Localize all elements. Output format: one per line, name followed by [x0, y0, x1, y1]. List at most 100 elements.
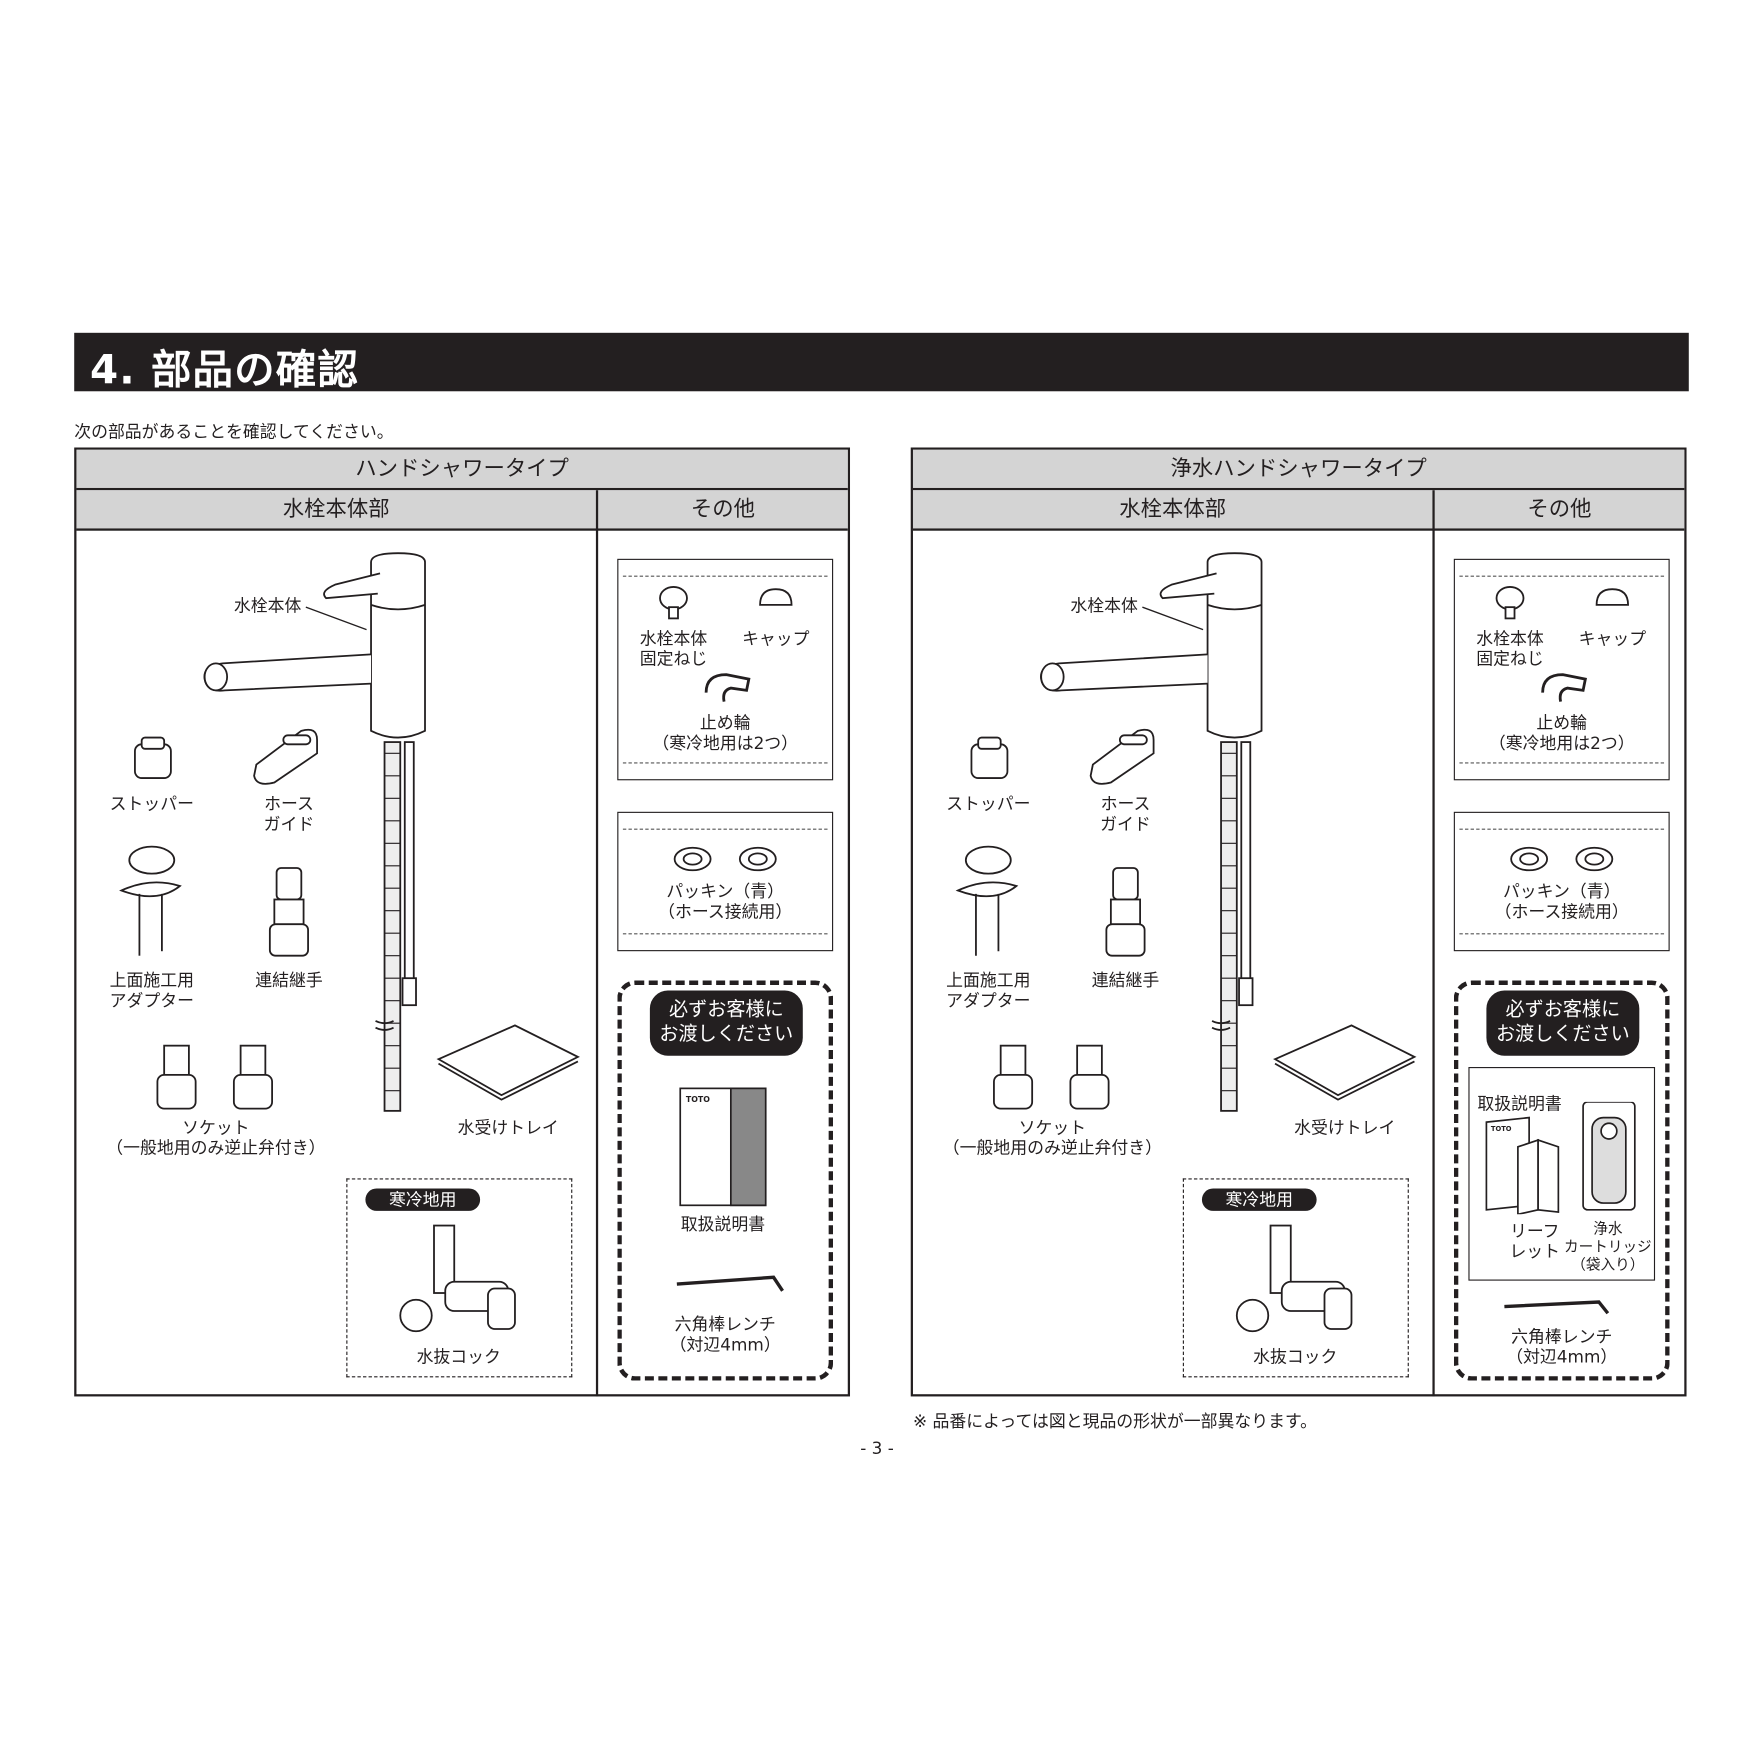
drain-cock-illustration: [399, 1224, 516, 1333]
manual-cartridge-box: [1468, 1067, 1656, 1281]
label-line: ホース: [264, 793, 314, 815]
label-line: （一般地用のみ逆止弁付き）: [106, 1137, 326, 1159]
label-manual: 取扱説明書: [1477, 1094, 1562, 1115]
label-drain-cock: 水抜コック: [416, 1346, 501, 1368]
label-line: 上面施工用: [109, 970, 194, 991]
socket-illustration: [993, 1044, 1110, 1110]
label-line: （対辺4mm）: [669, 1334, 781, 1355]
label-hose-guide: ホースガイド: [1100, 794, 1151, 834]
wrench-icon: [1504, 1300, 1610, 1315]
label-line: お渡しください: [1495, 1023, 1630, 1046]
manual-icon: TOTO: [679, 1087, 767, 1207]
svg-text:TOTO: TOTO: [686, 1095, 710, 1104]
label-line: ソケット: [1018, 1117, 1087, 1138]
label-line: 固定ねじ: [1476, 648, 1544, 669]
cap-illustration: [1595, 588, 1629, 606]
label-cartridge: 浄水カートリッジ（袋入り）: [1564, 1221, 1652, 1275]
cold-region-badge: 寒冷地用: [365, 1188, 481, 1211]
label-fixing-screw: 水栓本体固定ねじ: [640, 629, 707, 669]
label-line: お渡しください: [659, 1023, 794, 1046]
col-other: その他: [690, 496, 756, 522]
handover-badge: 必ずお客様にお渡しください: [1486, 990, 1640, 1056]
label-line: カートリッジ: [1563, 1239, 1652, 1256]
label-line: （対辺4mm）: [1506, 1346, 1618, 1368]
label-line: 水栓本体: [1476, 628, 1544, 649]
label-line: ガイド: [1100, 814, 1151, 835]
label-line: （ホース接続用）: [658, 901, 793, 922]
svg-text:TOTO: TOTO: [1491, 1125, 1512, 1133]
label-stop-ring: 止め輪（寒冷地用は2つ）: [1489, 713, 1635, 753]
label-line: （袋入り）: [1571, 1257, 1645, 1274]
handover-box: [617, 980, 834, 1381]
column-headers: 水栓本体部 その他: [76, 490, 848, 531]
label-line: ガイド: [263, 814, 315, 835]
label-cap: キャップ: [1578, 628, 1647, 649]
label-line: 止め輪: [699, 712, 751, 734]
label-fixing-screw: 水栓本体固定ねじ: [1476, 629, 1543, 669]
parts-panel: 浄水ハンドシャワータイプ 水栓本体部 その他: [910, 447, 1687, 1397]
label-socket: ソケット（一般地用のみ逆止弁付き）: [943, 1118, 1162, 1158]
wrench-illustration: [676, 1275, 784, 1292]
label-stop-ring: 止め輪（寒冷地用は2つ）: [652, 713, 798, 753]
panel-title: 浄水ハンドシャワータイプ: [912, 449, 1685, 491]
ring-illustration: [1541, 673, 1588, 702]
cold-region-box: 寒冷地用: [1182, 1178, 1409, 1378]
label-line: ホース: [1100, 793, 1151, 815]
label-line: 止め輪: [1536, 712, 1588, 734]
socket-illustration: [156, 1044, 273, 1110]
label-leaflet: リーフレット: [1509, 1221, 1560, 1261]
packing-illustration: [1510, 846, 1614, 872]
screw-illustration: [659, 586, 688, 620]
faucet-illustration: [203, 552, 426, 1112]
label-faucet-body: 水栓本体: [233, 595, 302, 617]
label-line: アダプター: [946, 990, 1031, 1011]
label-line: 浄水: [1593, 1221, 1623, 1238]
adapter-illustration: [955, 845, 1019, 956]
screw-illustration: [1495, 586, 1525, 620]
cold-region-box: 寒冷地用: [346, 1178, 573, 1378]
label-socket: ソケット（一般地用のみ逆止弁付き）: [106, 1118, 325, 1158]
ring-illustration: [704, 673, 751, 702]
col-faucet-body: 水栓本体部: [1119, 496, 1227, 522]
tray-illustration: [1273, 1024, 1417, 1101]
label-tray: 水受けトレイ: [457, 1117, 559, 1138]
label-line: （一般地用のみ逆止弁付き）: [942, 1137, 1163, 1159]
label-line: リーフ: [1509, 1221, 1560, 1242]
label-cap: キャップ: [742, 628, 810, 649]
faucet-illustration: [1040, 552, 1263, 1112]
page-number: - 3 -: [860, 1438, 894, 1459]
label-line: パッキン（青）: [1502, 881, 1621, 902]
label-line: （ホース接続用）: [1494, 901, 1629, 922]
col-other: その他: [1527, 496, 1592, 522]
parts-illustrations: [955, 552, 1629, 1333]
intro-text: 次の部品があることを確認してください。: [74, 421, 394, 442]
label-packing: パッキン（青）（ホース接続用）: [658, 881, 792, 921]
label-line: 水栓本体: [639, 628, 708, 649]
packing-illustration: [673, 846, 777, 872]
footnote: ※ 品番によっては図と現品の形状が一部異なります。: [912, 1411, 1318, 1432]
adapter-illustration: [119, 845, 182, 956]
label-tray: 水受けトレイ: [1294, 1117, 1396, 1138]
label-line: 六角棒レンチ: [1511, 1326, 1613, 1347]
tray-illustration: [436, 1024, 580, 1101]
label-adapter: 上面施工用アダプター: [946, 970, 1030, 1010]
label-joint: 連結継手: [255, 970, 323, 991]
column-divider: [1432, 490, 1435, 1397]
cold-region-badge: 寒冷地用: [1201, 1188, 1317, 1211]
handover-badge: 必ずお客様にお渡しください: [649, 990, 803, 1056]
section-header: 4. 部品の確認: [74, 332, 1689, 394]
label-line: 上面施工用: [946, 970, 1031, 991]
parts-panel: ハンドシャワータイプ 水栓本体部 その他: [74, 447, 851, 1397]
label-line: 必ずお客様に: [1505, 998, 1621, 1021]
handover-box: [1453, 980, 1670, 1381]
packing-box: [1453, 811, 1670, 952]
label-line: 必ずお客様に: [668, 998, 784, 1021]
label-adapter: 上面施工用アダプター: [110, 970, 194, 1010]
section-title: 4. 部品の確認: [89, 347, 359, 394]
label-line: ソケット: [182, 1117, 250, 1138]
stopper-illustration: [970, 736, 1009, 779]
label-line: （寒冷地用は2つ）: [1488, 733, 1635, 754]
label-line: 固定ねじ: [639, 648, 708, 669]
label-line: （寒冷地用は2つ）: [652, 733, 799, 754]
label-wrench: 六角棒レンチ（対辺4mm）: [670, 1314, 781, 1354]
